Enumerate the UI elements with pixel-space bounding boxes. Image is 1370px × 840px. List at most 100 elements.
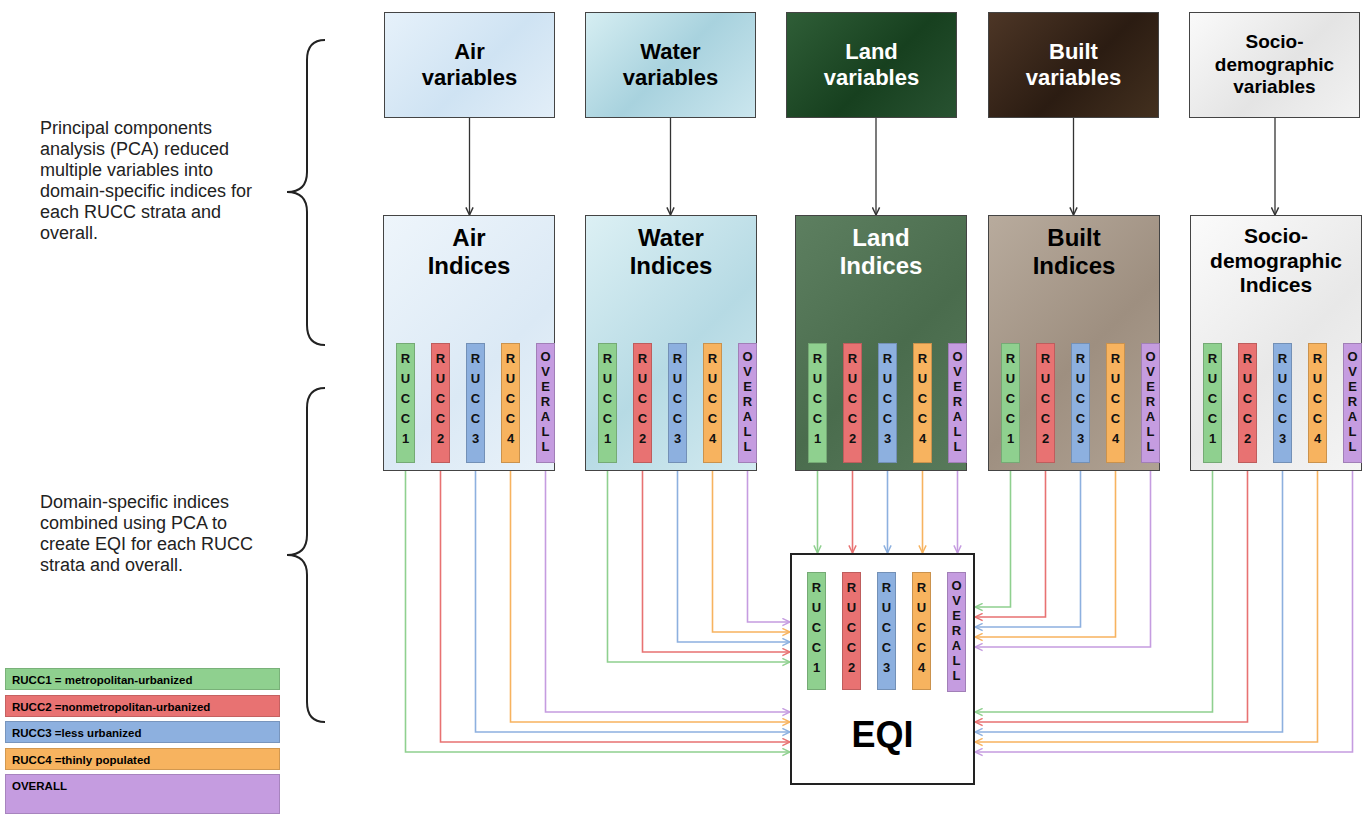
stratum-line xyxy=(975,463,1353,752)
box-title: Socio-demographic Indices xyxy=(1201,216,1351,298)
stratum-bar: OVERALL xyxy=(1343,343,1362,463)
stratum-line xyxy=(975,463,1116,637)
legend-entry: RUCC4 =thinly populated xyxy=(5,748,280,770)
stratum-line xyxy=(441,463,791,742)
box-title: Built Indices xyxy=(1019,216,1129,280)
indices-box: Land IndicesRUCC1RUCC2RUCC3RUCC4OVERALL xyxy=(795,215,967,471)
stratum-line xyxy=(887,463,889,553)
variables-box: Air variables xyxy=(384,12,555,118)
stratum-bar: RUCC3 xyxy=(1071,343,1090,463)
stratum-label: OVERALL xyxy=(741,344,754,454)
stratum-line xyxy=(817,463,819,553)
legend-swatch: RUCC4 =thinly populated xyxy=(5,748,280,770)
stratum-bar: RUCC2 xyxy=(1238,343,1257,463)
box-title: Air variables xyxy=(412,39,527,91)
legend-entry: RUCC2 =nonmetropolitan-urbanized xyxy=(5,695,280,717)
stratum-line xyxy=(476,463,791,732)
stratum-label: RUCC3 xyxy=(880,573,893,678)
stratum-label: RUCC3 xyxy=(881,344,894,449)
stratum-line xyxy=(511,463,791,722)
stratum-label: RUCC1 xyxy=(399,344,412,449)
indices-box: Socio-demographic IndicesRUCC1RUCC2RUCC3… xyxy=(1190,215,1362,471)
stratum-bar: RUCC2 xyxy=(842,572,861,690)
stratum-bar: RUCC3 xyxy=(878,343,897,463)
variables-box: Socio-demographic variables xyxy=(1189,12,1360,118)
stratum-line xyxy=(406,463,791,752)
indices-box: Water IndicesRUCC1 RUCC2 RUCC3 RUCC4 OVERALL xyxy=(585,215,757,471)
stratum-line xyxy=(957,463,959,553)
stratum-label: RUCC3 xyxy=(469,344,482,449)
stratum-bar: RUCC2 xyxy=(431,343,450,463)
legend-entry: RUCC1 = metropolitan-urbanized xyxy=(5,668,280,690)
box-title: Water Indices xyxy=(616,216,726,280)
indices-box: Air IndicesRUCC1 RUCC2 RUCC3 RUCC4 OVERALL xyxy=(383,215,555,471)
stratum-label: RUCC4 xyxy=(915,573,928,678)
stratum-line xyxy=(678,463,791,642)
stratum-line xyxy=(852,463,854,553)
stratum-bar: RUCC1 xyxy=(598,343,617,463)
stratum-line xyxy=(713,463,791,632)
eqi-title: EQI xyxy=(792,715,973,755)
stratum-line xyxy=(975,463,1318,742)
flow-arrow xyxy=(469,118,470,215)
curly-brace xyxy=(287,388,325,722)
box-title: Built variables xyxy=(1016,39,1131,91)
stratum-label: RUCC1 xyxy=(1004,344,1017,449)
stratum-label: RUCC2 xyxy=(846,344,859,449)
stratum-line xyxy=(975,463,1011,607)
stratum-line xyxy=(975,463,1081,627)
flow-arrow xyxy=(670,118,671,215)
stratum-label: RUCC4 xyxy=(916,344,929,449)
stratum-bar: RUCC1 xyxy=(807,572,826,690)
box-title: Socio-demographic variables xyxy=(1205,31,1345,98)
stratum-label: OVERALL xyxy=(1144,344,1157,454)
flow-arrow xyxy=(1073,118,1074,215)
stratum-line xyxy=(546,463,791,712)
box-title: Air Indices xyxy=(414,216,524,280)
stratum-bar: RUCC3 xyxy=(668,343,687,463)
stratum-bar: RUCC3 xyxy=(877,572,896,690)
stratum-bar: RUCC2 xyxy=(1036,343,1055,463)
stratum-bar: RUCC4 xyxy=(501,343,520,463)
stratum-bar: RUCC2 xyxy=(633,343,652,463)
legend-text: RUCC3 =less urbanized xyxy=(6,722,279,744)
legend-swatch: RUCC1 = metropolitan-urbanized xyxy=(5,668,280,690)
stratum-line xyxy=(922,463,924,553)
legend-entry: OVERALL xyxy=(5,774,280,814)
stratum-bar: RUCC1 xyxy=(1203,343,1222,463)
stratum-line xyxy=(748,463,791,622)
variables-box: Water variables xyxy=(585,12,756,118)
stratum-label: RUCC1 xyxy=(810,573,823,678)
stratum-line xyxy=(975,463,1151,647)
flow-arrow xyxy=(1274,118,1275,215)
legend-text: RUCC2 =nonmetropolitan-urbanized xyxy=(6,696,279,718)
stratum-bar: RUCC4 xyxy=(912,572,931,690)
stratum-label: OVERALL xyxy=(951,344,964,454)
stratum-label: RUCC4 xyxy=(706,344,719,449)
stratum-label: RUCC2 xyxy=(1241,344,1254,449)
stratum-bar: RUCC1 xyxy=(396,343,415,463)
note-text: Principal components analysis (PCA) redu… xyxy=(40,118,280,244)
stratum-label: RUCC1 xyxy=(811,344,824,449)
legend-swatch: OVERALL xyxy=(5,774,280,814)
stratum-label: RUCC4 xyxy=(504,344,517,449)
stratum-label: OVERALL xyxy=(539,344,552,454)
stratum-label: OVERALL xyxy=(1346,344,1359,454)
stratum-bar: RUCC2 xyxy=(843,343,862,463)
box-title: Land variables xyxy=(814,39,929,91)
stratum-label: RUCC4 xyxy=(1109,344,1122,449)
stratum-bar: OVERALL xyxy=(536,343,555,463)
box-title: Water variables xyxy=(613,39,728,91)
variables-box: Built variables xyxy=(988,12,1159,118)
stratum-label: RUCC2 xyxy=(1039,344,1052,449)
stratum-bar: RUCC1 xyxy=(1001,343,1020,463)
curly-brace xyxy=(287,40,325,345)
note-text: Domain-specific indices combined using P… xyxy=(40,492,280,576)
stratum-line xyxy=(975,463,1046,617)
stratum-line xyxy=(975,463,1213,712)
stratum-bar: RUCC3 xyxy=(466,343,485,463)
stratum-label: RUCC2 xyxy=(845,573,858,678)
stratum-line xyxy=(643,463,791,652)
stratum-label: RUCC1 xyxy=(601,344,614,449)
